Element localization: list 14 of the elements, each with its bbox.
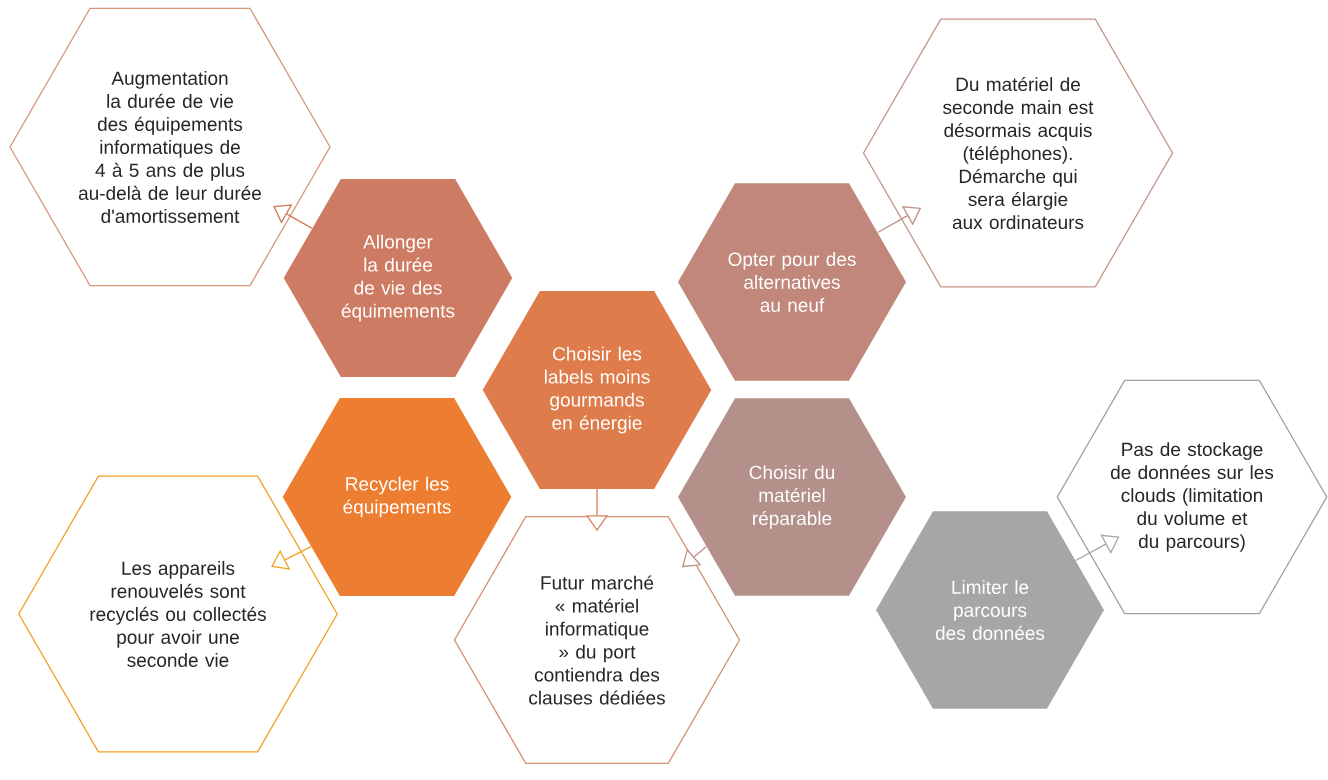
hexagon: Choisir du matériel réparable: [678, 398, 906, 596]
block-arrow: [1075, 534, 1120, 562]
outlined-hexagon: Futur marché « matériel informatique » du port contiendra des clauses dédiées: [453, 515, 741, 765]
hexagon: Allonger la durée de vie des équimements: [283, 179, 513, 377]
hexagon: Recycler les équipements: [282, 398, 512, 596]
block-arrow: [682, 545, 707, 568]
outlined-hexagon: Les appareils renouvelés sont recyclés ou collectés pour avoir une seconde vie: [18, 475, 338, 753]
hexagon: Limiter le parcours des données: [876, 511, 1104, 709]
outlined-hexagon: Pas de stockage de données sur les clouds (limitation du volume et du parcours): [1056, 379, 1328, 615]
hexagon: Choisir les labels moins gourmands en énergie: [482, 291, 712, 489]
block-arrow: [273, 204, 313, 230]
hexagon: Opter pour des alternatives au neuf: [678, 183, 906, 381]
outlined-hexagon: Augmentation la durée de vie des équipements informatiques de 4 à 5 ans de plus au-delà de leur durée d'amortissement: [9, 7, 331, 287]
outlined-hexagon: Du matériel de seconde main est désormais acquis (téléphones). Démarche qui sera élargie aux ordinateurs: [862, 18, 1174, 288]
